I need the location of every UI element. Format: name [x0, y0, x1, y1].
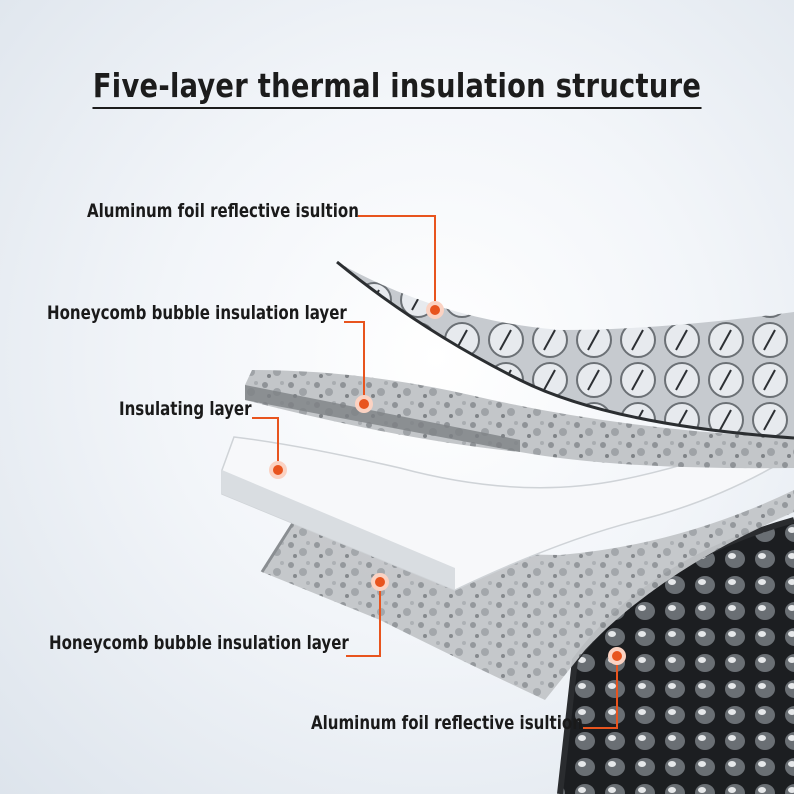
label-bottom-foil: Aluminum foil reflective isultion [311, 712, 583, 734]
callout-dot-bottom-foil [610, 649, 624, 663]
label-bottom-honeycomb: Honeycomb bubble insulation layer [49, 632, 349, 654]
callout-dot-top-honeycomb [357, 397, 371, 411]
callout-dot-bottom-honeycomb [373, 575, 387, 589]
label-top-foil: Aluminum foil reflective isultion [87, 200, 359, 222]
callout-dot-insulating [271, 463, 285, 477]
label-insulating: Insulating layer [119, 398, 252, 420]
callout-dot-top-foil [428, 303, 442, 317]
label-top-honeycomb: Honeycomb bubble insulation layer [47, 302, 347, 324]
